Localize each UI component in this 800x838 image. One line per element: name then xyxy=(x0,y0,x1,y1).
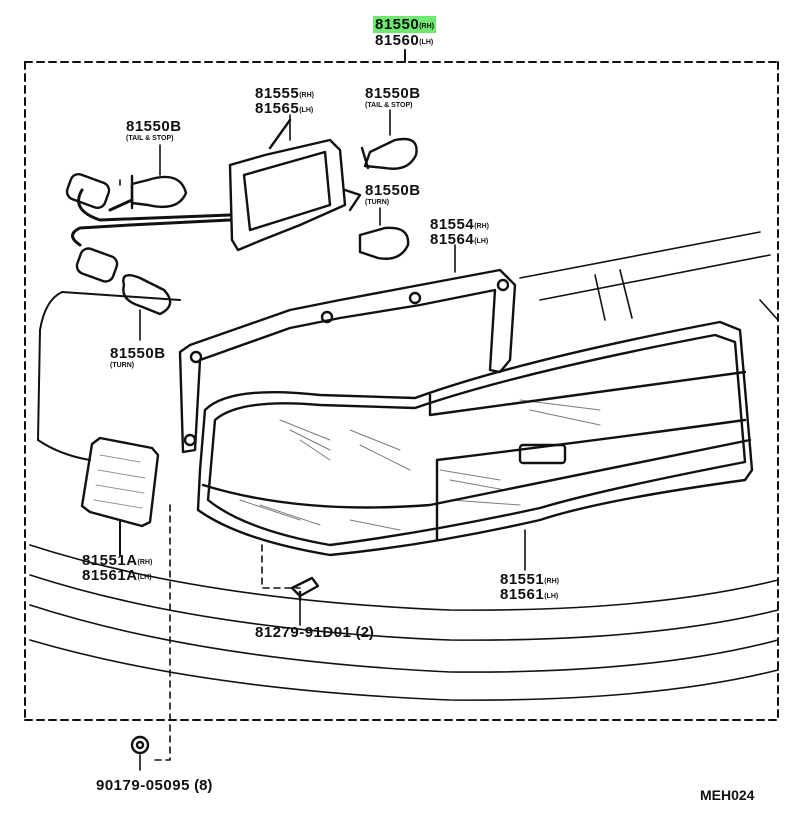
rear-window-outline xyxy=(37,291,181,461)
gasket-frame xyxy=(178,268,517,454)
socket-lh-side: (LH) xyxy=(299,107,314,114)
bulb-turn-left xyxy=(122,274,172,316)
screw-qty: (2) xyxy=(355,624,374,641)
socket-rh-side: (RH) xyxy=(299,92,314,99)
gasket-lh-number: 81564 xyxy=(430,231,475,248)
lens-rh-side: (RH) xyxy=(544,578,559,585)
socket-part-number-rh: 81555(RH) xyxy=(255,86,314,103)
socket-unit xyxy=(228,118,362,252)
assembly-lh-number: 81560 xyxy=(375,32,420,49)
screw-number: 81279-91D01 xyxy=(255,624,352,641)
bulb-tail-right-number: 81550B xyxy=(365,86,421,101)
car-body-outline xyxy=(29,231,779,701)
reflector-lh-number: 81561A xyxy=(82,567,138,584)
lens-assembly xyxy=(196,320,754,557)
bulb-tail-right-note: (TAIL & STOP) xyxy=(365,102,413,109)
assembly-rh-number: 81550 xyxy=(375,16,420,33)
bulb-tail-left xyxy=(130,174,188,210)
bulb-sockets-left xyxy=(65,172,119,283)
bulb-turn-left-number: 81550B xyxy=(110,346,166,361)
nut xyxy=(130,735,150,755)
assembly-rh-side: (RH) xyxy=(419,23,434,30)
reflector-part-number-lh: 81561A(LH) xyxy=(82,568,152,585)
socket-rh-number: 81555 xyxy=(255,85,300,102)
assembly-part-number-lh: 81560(LH) xyxy=(375,33,433,50)
assembly-bracket xyxy=(24,61,779,721)
socket-lh-number: 81565 xyxy=(255,100,300,117)
reflector-rh-number: 81551A xyxy=(82,552,138,569)
bulb-turn-right-number: 81550B xyxy=(365,183,421,198)
diagram-code: MEH024 xyxy=(700,787,755,803)
reflector-lh-side: (LH) xyxy=(137,574,152,581)
reflector-rh-side: (RH) xyxy=(137,559,153,566)
nut-qty: (8) xyxy=(194,777,213,794)
lens-rh-number: 81551 xyxy=(500,571,545,588)
lens-shading xyxy=(239,399,601,531)
screw-part-number: 81279-91D01 (2) xyxy=(255,625,374,640)
reflector xyxy=(80,436,160,528)
wire-harness xyxy=(71,188,232,247)
assembly-part-number-rh: 81550(RH) xyxy=(373,16,436,34)
bulb-turn-right-note: (TURN) xyxy=(365,199,390,206)
gasket-rh-number: 81554 xyxy=(430,216,475,233)
bulb-tail-right xyxy=(360,137,418,170)
lens-lh-number: 81561 xyxy=(500,586,545,603)
gasket-rh-side: (RH) xyxy=(474,223,489,230)
reflector-part-number-rh: 81551A(RH) xyxy=(82,553,152,570)
reflector-hatching xyxy=(93,454,146,509)
nut-number: 90179-05095 xyxy=(96,777,190,794)
socket-part-number-lh: 81565(LH) xyxy=(255,101,313,118)
bulb-turn-right xyxy=(358,226,410,260)
lens-part-number-lh: 81561(LH) xyxy=(500,587,558,604)
nut-part-number: 90179-05095 (8) xyxy=(96,778,212,793)
leader-lines xyxy=(139,109,526,771)
fastener-dash-lines xyxy=(119,179,301,761)
bulb-turn-right-number-text: 81550B xyxy=(365,182,421,199)
bulb-tail-left-note: (TAIL & STOP) xyxy=(126,135,174,142)
assembly-lh-side: (LH) xyxy=(419,39,434,46)
gasket-part-number-lh: 81564(LH) xyxy=(430,232,488,249)
bulb-turn-left-number-text: 81550B xyxy=(110,345,166,362)
gasket-part-number-rh: 81554(RH) xyxy=(430,217,489,234)
lens-lh-side: (LH) xyxy=(544,593,559,600)
gasket-lh-side: (LH) xyxy=(474,238,489,245)
bulb-tail-right-number-text: 81550B xyxy=(365,85,421,102)
screw xyxy=(290,576,320,602)
lens-part-number-rh: 81551(RH) xyxy=(500,572,559,589)
bulb-tail-left-number-text: 81550B xyxy=(126,118,182,135)
bulb-tail-left-number: 81550B xyxy=(126,119,182,134)
bulb-turn-left-note: (TURN) xyxy=(110,362,135,369)
